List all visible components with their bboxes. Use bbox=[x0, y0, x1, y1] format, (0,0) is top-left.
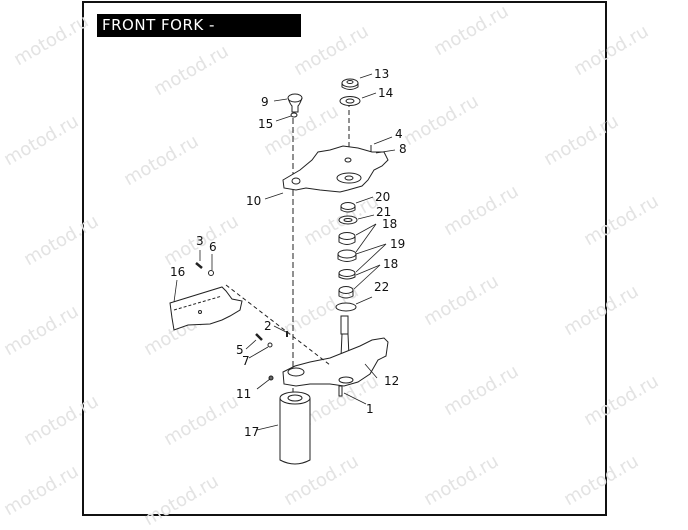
pin-icon bbox=[338, 385, 343, 397]
bearing-cone-icon bbox=[338, 286, 354, 294]
callout-2: 2 bbox=[264, 319, 272, 333]
washer-icon bbox=[338, 215, 358, 225]
bearing-stack bbox=[335, 202, 358, 312]
fork-cap-icon bbox=[287, 93, 303, 113]
callout-15: 15 bbox=[258, 117, 274, 131]
diagram-title: FRONT FORK - BRACKETS bbox=[97, 14, 301, 57]
callout-22: 22 bbox=[374, 280, 390, 294]
callout-17: 17 bbox=[244, 425, 260, 439]
callout-5: 5 bbox=[236, 343, 244, 357]
callout-16: 16 bbox=[170, 265, 186, 279]
bearing-cone-icon bbox=[338, 232, 356, 240]
bearing-cup-icon bbox=[338, 269, 356, 277]
callout-1: 1 bbox=[366, 402, 374, 416]
callout-7: 7 bbox=[242, 354, 250, 368]
screw-icon bbox=[255, 333, 263, 341]
washer-icon bbox=[267, 342, 273, 348]
exploded-parts-drawing bbox=[169, 73, 396, 465]
callout-12: 12 bbox=[384, 374, 400, 388]
callout-18-lower: 18 bbox=[383, 257, 399, 271]
o-ring-icon bbox=[290, 112, 298, 118]
fork-cover-icon bbox=[169, 286, 243, 331]
leader-lines bbox=[173, 73, 396, 431]
washer-icon bbox=[208, 270, 214, 276]
seal-icon bbox=[335, 302, 357, 312]
nut-icon bbox=[341, 78, 359, 90]
callout-4: 4 bbox=[395, 127, 403, 141]
upper-bracket-icon bbox=[282, 145, 389, 193]
seal-icon bbox=[340, 202, 356, 210]
callout-19: 19 bbox=[390, 237, 406, 251]
callout-8: 8 bbox=[399, 142, 407, 156]
callout-13: 13 bbox=[374, 67, 390, 81]
callout-20: 20 bbox=[375, 190, 391, 204]
callout-18-upper: 18 bbox=[382, 217, 398, 231]
callout-21: 21 bbox=[376, 205, 392, 219]
fork-tube-icon bbox=[279, 391, 311, 465]
callout-3: 3 bbox=[196, 234, 204, 248]
washer-icon bbox=[339, 96, 361, 106]
callout-10: 10 bbox=[246, 194, 262, 208]
callout-9: 9 bbox=[261, 95, 269, 109]
bearing-cup-icon bbox=[337, 249, 357, 259]
callout-6: 6 bbox=[209, 240, 217, 254]
lower-bracket-icon bbox=[282, 337, 389, 387]
callout-11: 11 bbox=[236, 387, 252, 401]
diagram-frame bbox=[82, 1, 607, 516]
screw-icon bbox=[195, 262, 203, 269]
callout-14: 14 bbox=[378, 86, 394, 100]
